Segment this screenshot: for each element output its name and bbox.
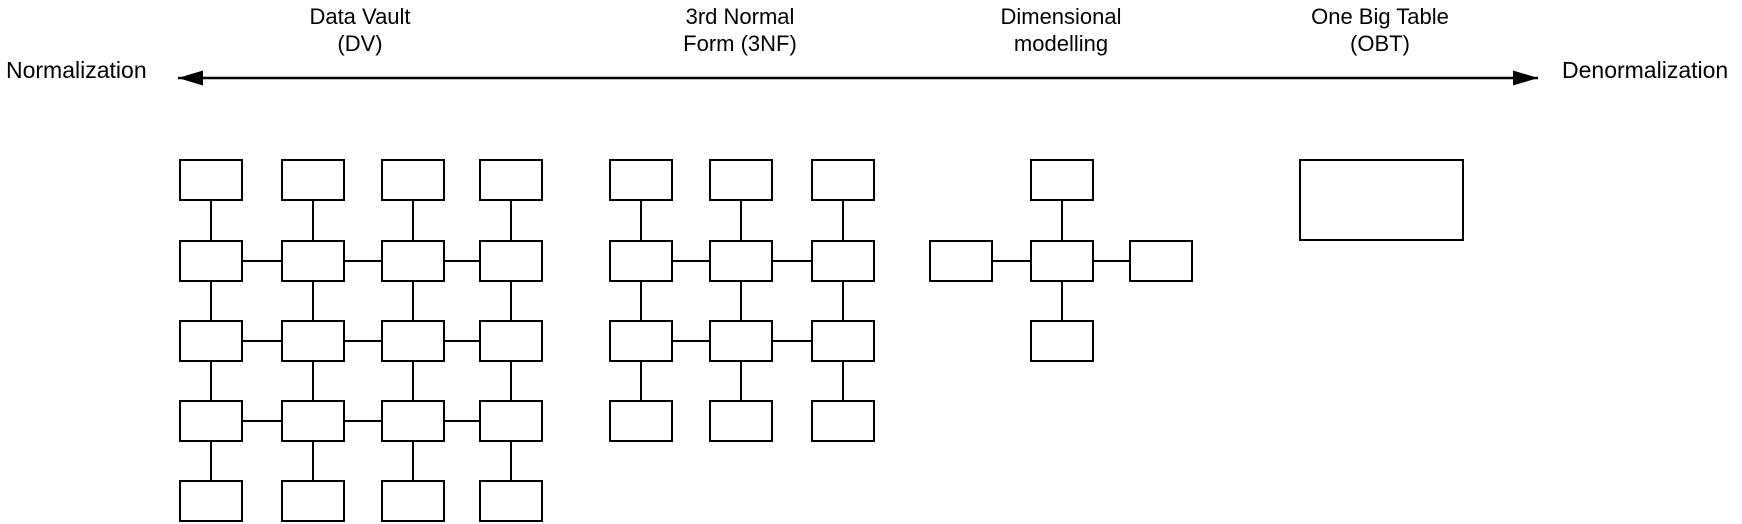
label-data-vault: Data Vault (DV) xyxy=(309,3,410,57)
label-line-2: (OBT) xyxy=(1350,31,1410,56)
table-box xyxy=(709,320,773,362)
label-line-2: modelling xyxy=(1013,31,1109,56)
label-dimensional: Dimensional modelling xyxy=(1000,3,1121,57)
table-box xyxy=(479,320,543,362)
table-box xyxy=(929,240,993,282)
table-box xyxy=(179,320,243,362)
table-box xyxy=(811,159,875,201)
table-box xyxy=(709,400,773,442)
table-box xyxy=(811,320,875,362)
table-box xyxy=(179,480,243,522)
label-line-2: (DV) xyxy=(337,31,383,56)
denormalization-label: Denormalization xyxy=(1562,57,1729,83)
table-box xyxy=(381,480,445,522)
table-box xyxy=(281,480,345,522)
table-box xyxy=(709,159,773,201)
table-box xyxy=(179,400,243,442)
table-box xyxy=(281,240,345,282)
table-box xyxy=(1030,320,1094,362)
table-box xyxy=(281,400,345,442)
diagram-dimensional xyxy=(929,159,1193,362)
diagram-data-vault xyxy=(179,159,543,522)
diagram-3nf xyxy=(609,159,875,442)
table-box xyxy=(811,400,875,442)
label-line-1: 3rd Normal xyxy=(685,4,795,29)
label-obt: One Big Table (OBT) xyxy=(1311,3,1449,57)
table-box xyxy=(479,240,543,282)
normalization-label: Normalization xyxy=(6,57,147,83)
table-box xyxy=(709,240,773,282)
table-box xyxy=(479,480,543,522)
table-box xyxy=(1030,240,1094,282)
label-line-1: One Big Table xyxy=(1311,4,1449,29)
table-box xyxy=(479,400,543,442)
table-box xyxy=(281,320,345,362)
label-line-2: Form (3NF) xyxy=(683,31,797,56)
table-box xyxy=(381,320,445,362)
label-3nf: 3rd Normal Form (3NF) xyxy=(683,3,797,57)
table-box xyxy=(479,159,543,201)
table-box xyxy=(1129,240,1193,282)
table-box xyxy=(609,159,673,201)
table-box xyxy=(381,400,445,442)
label-line-1: Dimensional xyxy=(1000,4,1122,29)
table-box xyxy=(1299,159,1464,241)
table-box xyxy=(811,240,875,282)
table-box xyxy=(179,159,243,201)
table-box xyxy=(1030,159,1094,201)
table-box xyxy=(281,159,345,201)
table-box xyxy=(609,240,673,282)
table-box xyxy=(609,320,673,362)
table-box xyxy=(179,240,243,282)
diagram-obt xyxy=(1299,159,1464,241)
table-box xyxy=(609,400,673,442)
table-box xyxy=(381,240,445,282)
table-box xyxy=(381,159,445,201)
label-line-1: Data Vault xyxy=(309,4,411,29)
